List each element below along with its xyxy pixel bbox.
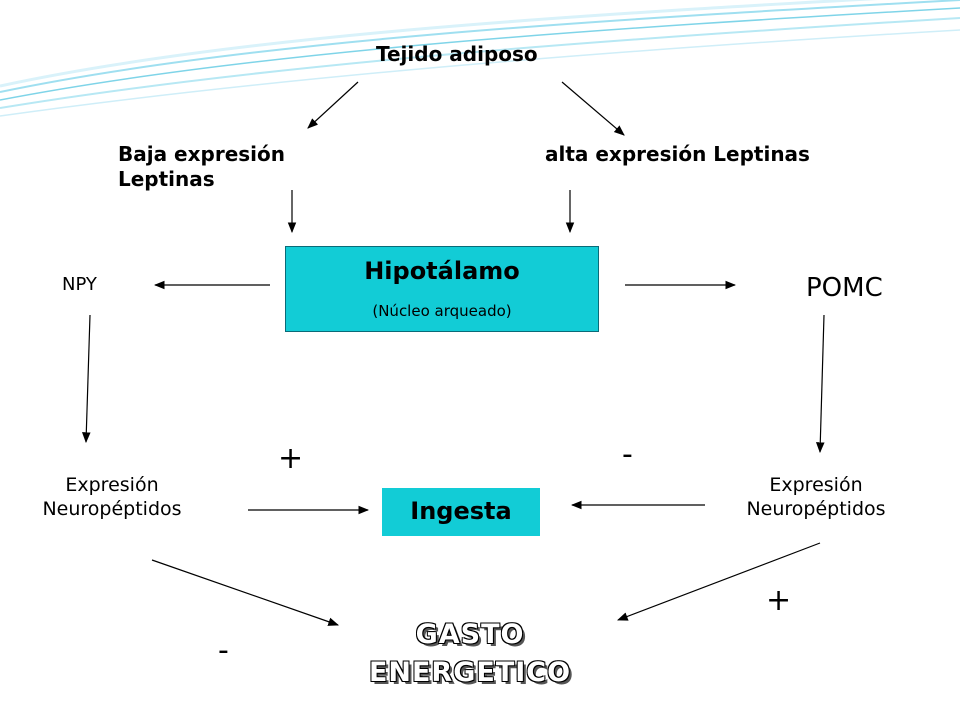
expression-left-label: Expresión Neuropéptidos bbox=[42, 474, 182, 520]
expression-right-label: Expresión Neuropéptidos bbox=[746, 474, 886, 520]
pomc-label: POMC bbox=[806, 273, 883, 303]
npy-label: NPY bbox=[62, 274, 97, 295]
arrow-adipose-to-low bbox=[307, 81, 359, 129]
intake-label: Ingesta bbox=[410, 497, 512, 525]
arrow-pomc-to-expression bbox=[815, 314, 825, 454]
hypothalamus-title: Hipotálamo bbox=[364, 257, 520, 285]
high-leptin-label: alta expresión Leptinas bbox=[545, 142, 810, 166]
energy-expenditure-label: GASTO ENERGETICO bbox=[368, 619, 572, 689]
arrow-adipose-to-high bbox=[561, 81, 625, 136]
arrow-expression-right-to-expenditure bbox=[616, 542, 821, 621]
sign-pomc-intake: - bbox=[622, 437, 633, 472]
hypothalamus-box: Hipotálamo (Núcleo arqueado) bbox=[285, 246, 599, 332]
background-swoosh bbox=[0, 0, 960, 117]
hypothalamus-subtitle: (Núcleo arqueado) bbox=[372, 302, 512, 320]
intake-box: Ingesta bbox=[382, 488, 540, 536]
low-leptin-label: Baja expresión Leptinas bbox=[118, 142, 286, 191]
sign-npy-intake: + bbox=[278, 441, 304, 476]
arrow-npy-to-expression bbox=[81, 314, 91, 444]
sign-npy-expenditure: - bbox=[218, 633, 229, 668]
adipose-tissue-label: Tejido adiposo bbox=[376, 42, 538, 66]
sign-pomc-expenditure: + bbox=[766, 583, 792, 618]
arrow-expression-left-to-expenditure bbox=[151, 559, 340, 626]
